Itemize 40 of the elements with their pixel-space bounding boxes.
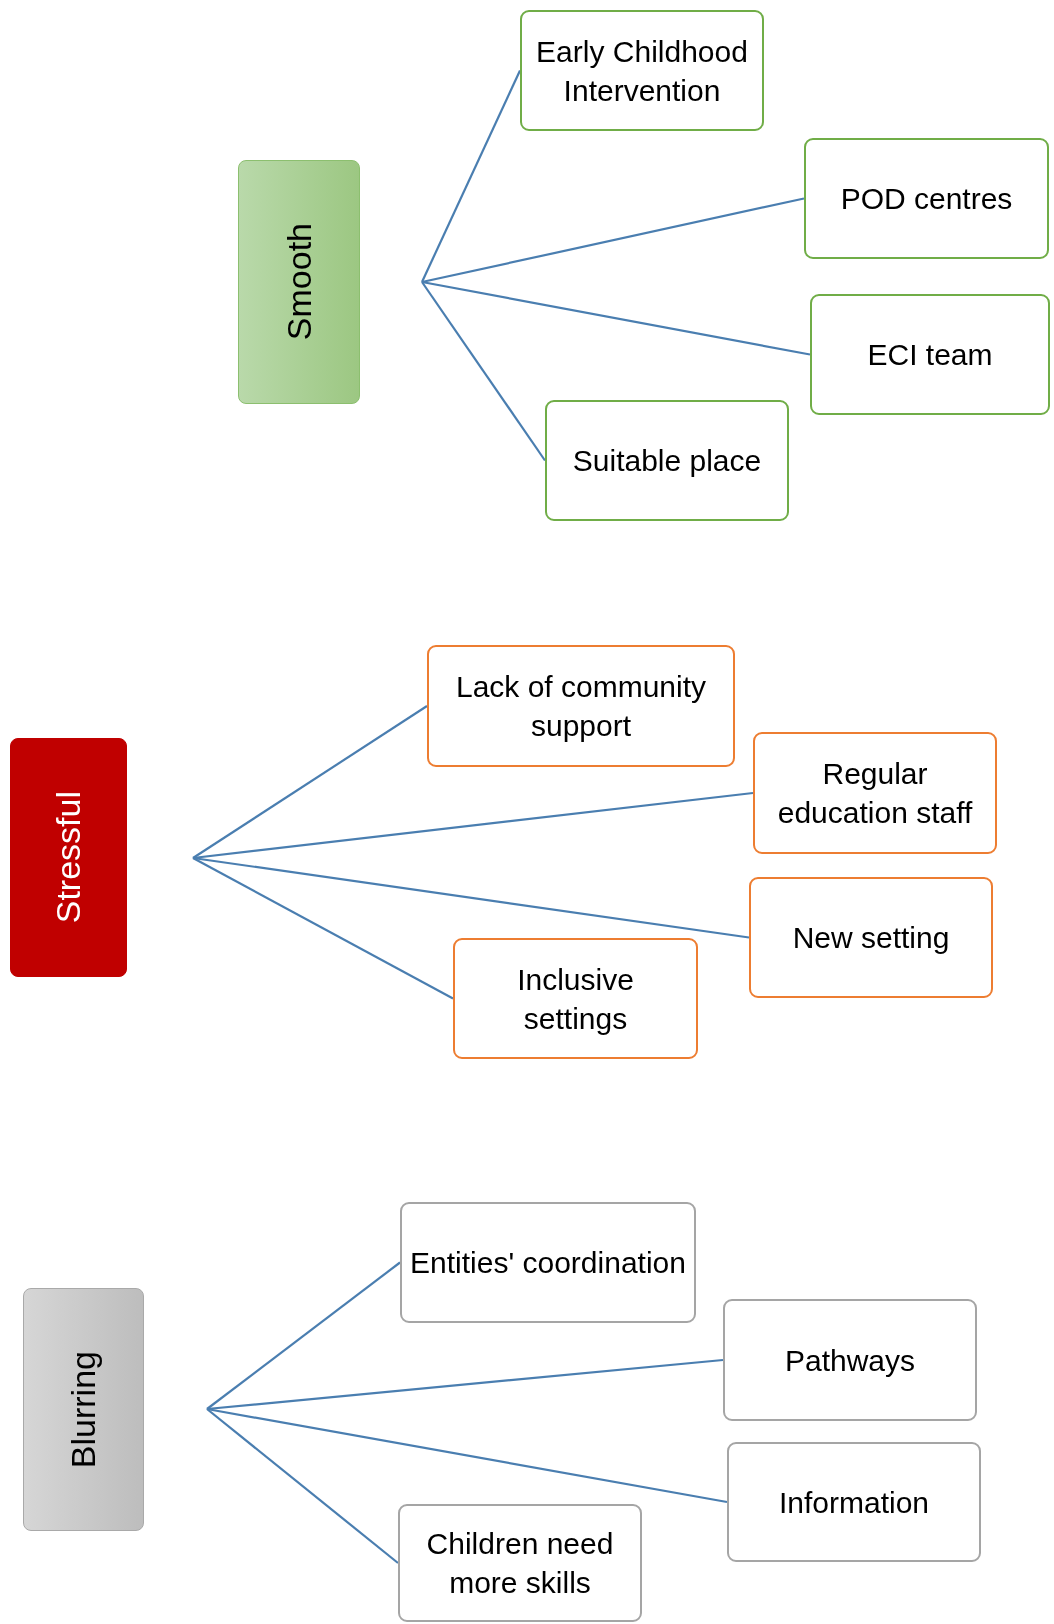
item-box [810,294,1050,415]
item-box [749,877,993,998]
item-box [520,10,764,131]
item-box [545,400,789,521]
connector-line [421,281,546,462]
item-label: POD centres [840,181,1013,217]
connector-line [421,280,811,356]
connector-line [192,857,454,1000]
category-label: Blurring [64,1350,103,1469]
item-label: Children need more skills [425,1526,615,1601]
category-box [238,160,360,404]
item-box [753,732,997,854]
connector-line [421,197,805,284]
item-box [727,1442,981,1562]
item-label: New setting [792,920,950,956]
item-box [400,1202,696,1323]
item-label: Suitable place [572,443,762,479]
item-label: Early Childhood Intervention [535,33,749,109]
category-box [23,1288,144,1531]
item-label: Entities' coordination [410,1245,686,1281]
connector-line [206,1408,399,1564]
item-label: Pathways [784,1342,916,1379]
item-label: Information [778,1484,930,1521]
item-box [427,645,735,767]
item-box [723,1299,977,1421]
item-box [453,938,698,1059]
connector-line [421,70,521,283]
category-box [10,738,127,977]
category-label: Smooth [279,223,319,341]
item-label: Regular education staff [776,756,974,831]
item-label: ECI team [867,337,993,373]
connector-line [192,705,428,859]
category-label: Stressful [49,791,88,924]
connector-line [206,1261,401,1410]
item-label: Inclusive settings [516,961,635,1037]
item-box [804,138,1049,259]
connector-line [206,1407,728,1504]
item-box [398,1504,642,1622]
connector-line [192,856,750,939]
item-label: Lack of community support [454,669,708,744]
